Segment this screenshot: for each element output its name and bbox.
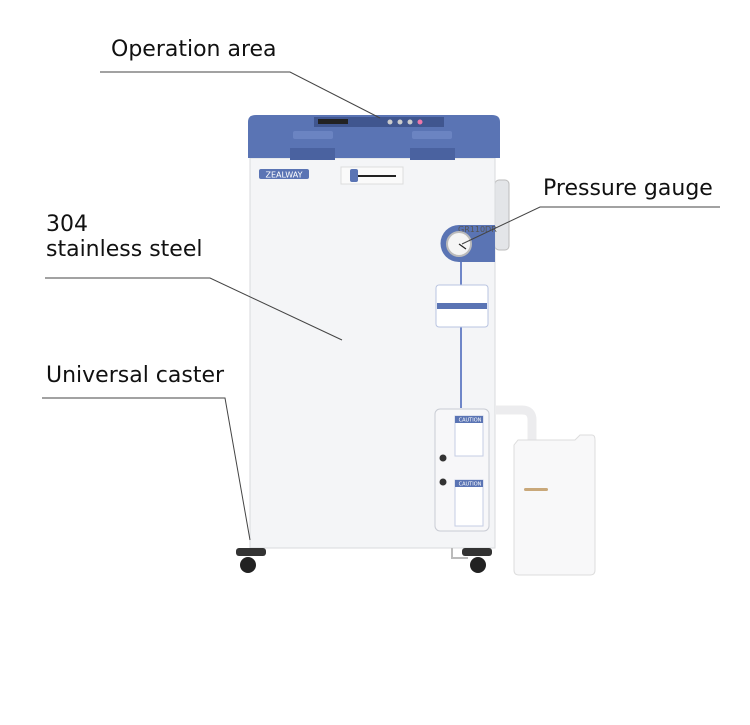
waste-bottle bbox=[513, 434, 596, 576]
caution-label-top: CAUTION bbox=[459, 418, 482, 424]
caster-right bbox=[451, 548, 492, 573]
control-button bbox=[417, 119, 423, 125]
side-hose bbox=[494, 179, 510, 251]
callout-material-line1: 304 bbox=[46, 212, 88, 237]
lid-latch-right bbox=[410, 148, 455, 160]
control-display bbox=[318, 119, 348, 124]
brand-logo bbox=[259, 169, 309, 179]
callout-line-material bbox=[45, 277, 343, 341]
callout-operation-area: Operation area bbox=[111, 37, 277, 62]
control-button bbox=[387, 119, 393, 125]
callout-line-caster bbox=[42, 397, 251, 541]
drain-pipe bbox=[495, 405, 537, 445]
callout-material-line2: stainless steel bbox=[46, 237, 203, 262]
drain-port bbox=[439, 454, 447, 462]
brand-logo-text: ZEALWAY bbox=[266, 171, 303, 180]
callout-line-pressure-gauge bbox=[461, 206, 720, 245]
lid-grip-right bbox=[412, 131, 452, 139]
caution-label-bottom: CAUTION bbox=[459, 482, 482, 488]
lid-grip-left bbox=[293, 131, 333, 139]
callout-line-operation-area bbox=[100, 71, 381, 119]
control-panel bbox=[314, 117, 444, 127]
control-button bbox=[407, 119, 413, 125]
callout-caster: Universal caster bbox=[46, 363, 225, 388]
model-label: GR110DR bbox=[458, 225, 497, 234]
lid-latch-left bbox=[290, 148, 335, 160]
callout-pressure-gauge: Pressure gauge bbox=[543, 176, 713, 201]
caution-sticker-bottom bbox=[454, 479, 484, 527]
control-button bbox=[397, 119, 403, 125]
drain-port bbox=[439, 478, 447, 486]
caster-left bbox=[236, 548, 266, 573]
